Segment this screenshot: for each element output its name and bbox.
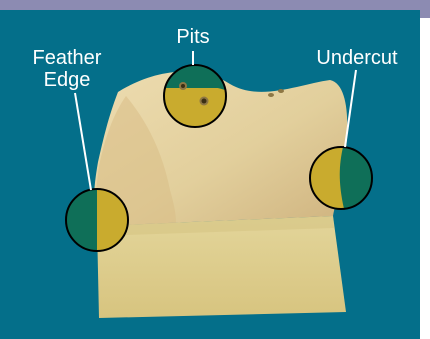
feather-edge-label-line2: Edge (44, 69, 91, 91)
feather-edge-leader-line (75, 93, 91, 190)
feather-edge-callout-circle (66, 189, 128, 251)
feather-edge-label-line1: Feather (33, 47, 102, 69)
pit-mark (268, 93, 274, 97)
pit-mark (278, 89, 284, 93)
undercut-leader-line (345, 70, 356, 147)
undercut-label: Undercut (316, 47, 398, 69)
pits-label: Pits (176, 26, 209, 48)
undercut-callout-circle (310, 147, 372, 209)
